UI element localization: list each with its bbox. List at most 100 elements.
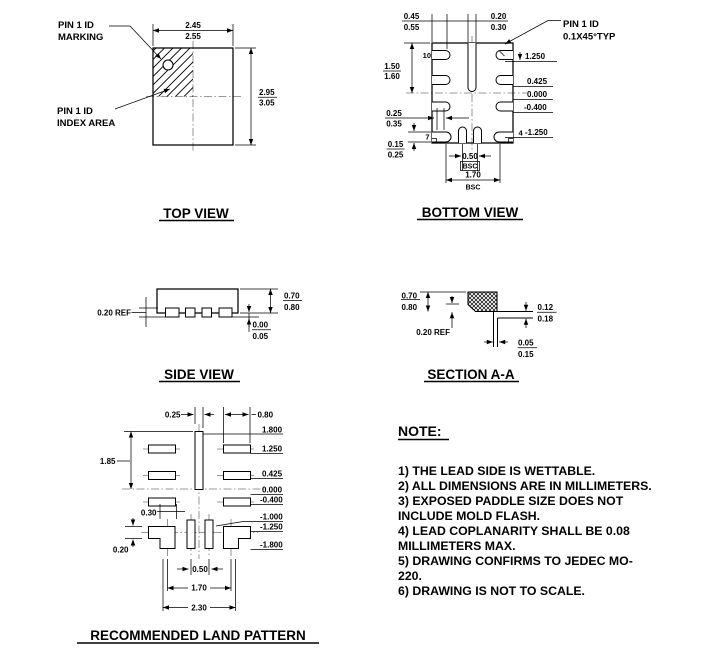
coord-label: 1.250 bbox=[525, 52, 546, 61]
dim-standoff-max: 0.05 bbox=[253, 332, 269, 341]
dim-span-bsc: BSC bbox=[466, 185, 481, 192]
land-pattern-dim-lines bbox=[117, 407, 283, 611]
pin1-index-label: PIN 1 ID bbox=[57, 106, 93, 117]
lead-pad-10 bbox=[432, 50, 451, 60]
note-line: 4) LEAD COPLANARITY SHALL BE 0.08 bbox=[398, 524, 630, 538]
dim-standoff-min: 0.00 bbox=[253, 321, 269, 330]
land-pad bbox=[204, 519, 214, 549]
coord-label: 0.000 bbox=[527, 90, 548, 99]
dim-flank-height-max: 0.18 bbox=[538, 315, 554, 324]
coord-label: -1.250 bbox=[260, 523, 283, 532]
land-pad bbox=[223, 471, 251, 480]
dim-slot-width-max: 0.30 bbox=[491, 23, 507, 32]
lead-pad-9 bbox=[432, 75, 451, 85]
pin1-marking-circle bbox=[162, 59, 174, 71]
dim-height-max: 0.80 bbox=[402, 303, 418, 312]
bottom-view: 0.45 0.55 0.20 0.30 1.50 1.60 0.25 0.35 … bbox=[383, 12, 616, 221]
dim-corner-width-max: 0.35 bbox=[386, 120, 402, 129]
dim-pitch-value: 0.50 bbox=[462, 152, 478, 161]
left-lead-pads bbox=[432, 50, 452, 143]
dim-lead-length-min: 0.45 bbox=[404, 12, 420, 21]
dim-height-min: 0.70 bbox=[284, 292, 300, 301]
pin1-id-label: PIN 1 ID bbox=[563, 19, 599, 30]
coord-label: 0.000 bbox=[262, 486, 283, 495]
dim-height-max: 0.80 bbox=[284, 303, 300, 312]
dim-height-min: 0.70 bbox=[402, 292, 418, 301]
lead-pad bbox=[165, 307, 180, 318]
dim-span-outer: 2.30 bbox=[191, 604, 207, 613]
lead-pad-8 bbox=[432, 101, 451, 112]
dim-pad-length: 0.80 bbox=[258, 411, 274, 420]
dim-bar: 0.20 bbox=[113, 546, 129, 555]
dim-flank-depth-min: 0.05 bbox=[518, 339, 534, 348]
note-line: MILLIMETERS MAX. bbox=[398, 539, 516, 553]
dim-lead-length-max: 0.55 bbox=[404, 23, 420, 32]
dim-flank-depth-max: 0.15 bbox=[518, 350, 534, 359]
dim-leg: 0.30 bbox=[141, 509, 157, 518]
right-lead-pads bbox=[493, 50, 513, 143]
side-view-dim-lines bbox=[131, 288, 302, 332]
dim-half-body-max: 1.60 bbox=[384, 72, 400, 81]
coord-label: -1.250 bbox=[525, 128, 548, 137]
land-pad bbox=[148, 471, 176, 480]
bottom-lead-pads bbox=[458, 126, 482, 143]
dim-slot-width-min: 0.20 bbox=[491, 12, 507, 21]
dim-span-inner: 1.70 bbox=[191, 584, 207, 593]
section-aa: 0.70 0.80 0.20 REF 0.12 0.18 0.05 0.15 S… bbox=[401, 291, 557, 383]
top-view: PIN 1 ID MARKING PIN 1 ID INDEX AREA 2.4… bbox=[57, 20, 277, 222]
note-line: 6) DRAWING IS NOT TO SCALE. bbox=[398, 584, 585, 598]
land-pattern: 1.800 1.250 0.425 0.000 -0.400 -1.000 -1… bbox=[77, 407, 319, 644]
land-pad bbox=[223, 497, 251, 507]
mold-cross-section bbox=[467, 291, 498, 313]
pin-number-4: 4 bbox=[519, 129, 524, 138]
note-line: 3) EXPOSED PADDLE SIZE DOES NOT bbox=[398, 494, 624, 508]
pin1-marking-label: MARKING bbox=[58, 32, 103, 43]
note-line: 5) DRAWING CONFIRMS TO JEDEC MO- bbox=[398, 554, 633, 568]
dim-lead-thickness: 0.20 REF bbox=[416, 328, 450, 337]
dim-lead-thickness: 0.20 REF bbox=[97, 309, 131, 318]
pin-number-10: 10 bbox=[423, 51, 431, 60]
lead-pad-6 bbox=[458, 126, 467, 143]
lead-pad-3 bbox=[495, 101, 513, 112]
pin-number-7: 7 bbox=[425, 133, 429, 142]
note-line: 2) ALL DIMENSIONS ARE IN MILLIMETERS. bbox=[398, 479, 652, 493]
dim-body-height-max: 3.05 bbox=[259, 99, 275, 108]
dim-pitch: 0.50 bbox=[192, 565, 208, 574]
corner-land-pad bbox=[148, 526, 176, 549]
dim-height: 1.85 bbox=[100, 457, 116, 466]
side-view: 0.20 REF 0.70 0.80 0.00 0.05 SIDE VIEW bbox=[97, 288, 302, 383]
corner-land-pad bbox=[223, 526, 251, 549]
bottom-view-dim-lines bbox=[383, 14, 561, 183]
note-block: NOTE: 1) THE LEAD SIDE IS WETTABLE. 2) A… bbox=[398, 423, 652, 598]
land-pattern-title: RECOMMENDED LAND PATTERN bbox=[90, 628, 306, 643]
pin1-chamfer-label: 0.1X45°TYP bbox=[563, 32, 616, 43]
land-pad bbox=[223, 444, 251, 454]
dim-corner-height-min: 0.15 bbox=[388, 140, 404, 149]
corner-step bbox=[508, 138, 513, 142]
dim-body-width-max: 2.55 bbox=[185, 32, 201, 41]
center-land-pad bbox=[194, 431, 204, 490]
land-pad bbox=[148, 497, 176, 507]
lead-pad bbox=[201, 307, 212, 318]
lead-pad bbox=[218, 307, 233, 318]
pin1-index-label: INDEX AREA bbox=[57, 118, 115, 129]
dim-corner-width-min: 0.25 bbox=[386, 109, 402, 118]
top-view-dim-lines bbox=[109, 24, 277, 146]
note-title: NOTE: bbox=[398, 423, 442, 439]
side-view-title: SIDE VIEW bbox=[164, 367, 234, 382]
land-pad bbox=[186, 519, 196, 549]
corner-lead-pad-7 bbox=[432, 131, 452, 143]
dim-corner-height-max: 0.25 bbox=[388, 151, 404, 160]
lead-pad-2 bbox=[495, 75, 513, 85]
coord-label: -1.000 bbox=[260, 513, 283, 522]
dim-span-value: 1.70 bbox=[465, 171, 481, 180]
thermal-slot-pad bbox=[467, 43, 477, 92]
section-dim-lines bbox=[401, 291, 557, 349]
lead-profile-lines bbox=[475, 311, 533, 347]
lead-pad-1 bbox=[495, 50, 513, 60]
coord-label: 1.800 bbox=[262, 426, 283, 435]
lead-pad bbox=[185, 307, 196, 318]
coord-label: -0.400 bbox=[260, 496, 283, 505]
land-pads bbox=[148, 431, 251, 549]
